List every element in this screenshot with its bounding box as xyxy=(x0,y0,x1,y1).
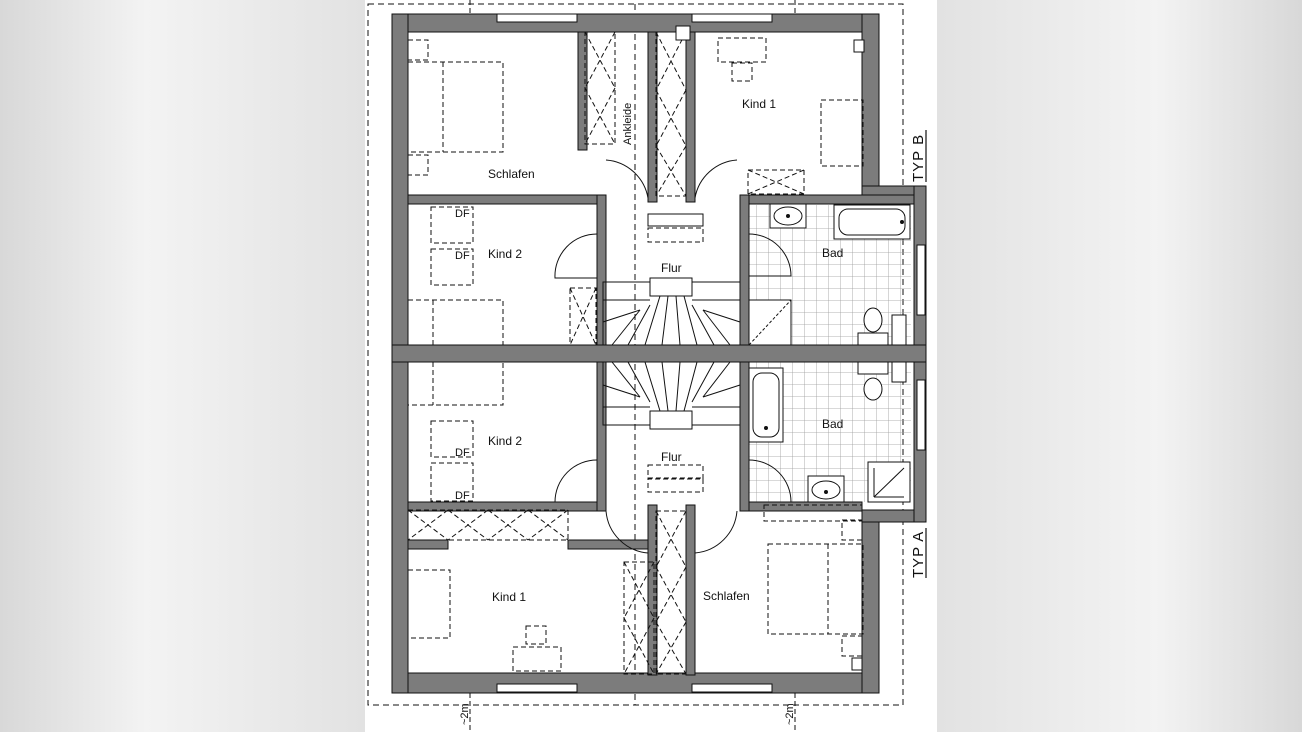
dimension-label: ~2m xyxy=(784,703,796,725)
room-label-kind2-a: Kind 2 xyxy=(488,434,522,448)
chimney-marks xyxy=(675,25,865,671)
furniture xyxy=(407,31,864,675)
dimension-label: ~2m xyxy=(459,703,471,725)
dimension-lines xyxy=(469,0,796,732)
df-label: DF xyxy=(455,208,470,220)
room-label-flur-a: Flur xyxy=(661,450,682,464)
type-label-b: TYP B xyxy=(910,134,927,182)
room-label-schlafen-b: Schlafen xyxy=(488,167,535,181)
room-label-schlafen-a: Schlafen xyxy=(703,589,750,603)
blurred-background-left xyxy=(0,0,365,732)
df-label: DF xyxy=(455,447,470,459)
df-label: DF xyxy=(455,490,470,502)
room-label-flur-b: Flur xyxy=(661,261,682,275)
room-label-kind1-b: Kind 1 xyxy=(742,97,776,111)
staircase-a xyxy=(602,361,741,430)
windows xyxy=(496,13,926,693)
blurred-background-right xyxy=(937,0,1302,732)
room-label-kind2-b: Kind 2 xyxy=(488,247,522,261)
doors xyxy=(554,159,792,554)
df-label: DF xyxy=(455,250,470,262)
bathroom-fixtures xyxy=(748,203,911,503)
walls xyxy=(391,13,927,694)
room-label-ankleide-b: Ankleide xyxy=(622,103,634,145)
staircase-b xyxy=(602,277,741,346)
room-label-bad-a: Bad xyxy=(822,417,843,431)
type-label-a: TYP A xyxy=(910,531,927,578)
room-label-bad-b: Bad xyxy=(822,246,843,260)
room-label-kind1-a: Kind 1 xyxy=(492,590,526,604)
